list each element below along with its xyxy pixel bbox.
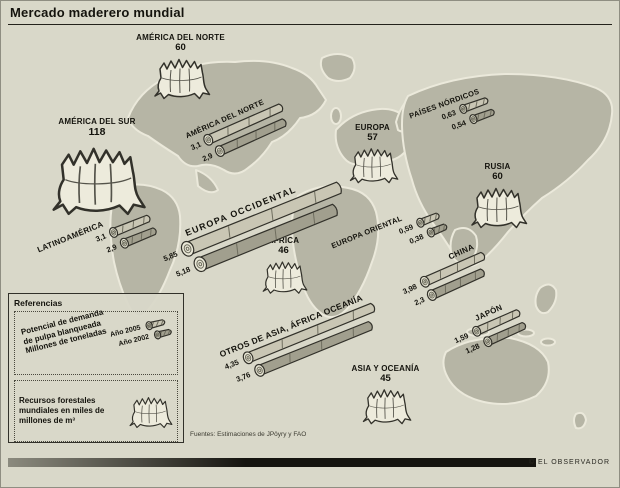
legend-stump-sample	[127, 392, 173, 430]
legend-pulp-text: Potencial de demanda de pulpa blanqueada…	[20, 308, 109, 356]
pulp-demand-2002: 2,9	[105, 242, 119, 255]
region-name: ÁFRICA	[267, 236, 300, 245]
footer-bar	[8, 458, 536, 467]
stump-icon	[52, 147, 146, 216]
pulp-demand-2002: 2,3	[412, 294, 426, 307]
region-name: AMÉRICA DEL SUR	[58, 117, 136, 126]
log-icon	[427, 268, 486, 301]
log-icon	[203, 103, 284, 146]
region-name: EUROPA	[355, 123, 390, 132]
log-icon	[145, 319, 166, 331]
forest-resources-value: 45	[380, 373, 391, 384]
source-note: Fuentes: Estimaciones de JPöyry y FAO	[190, 431, 307, 438]
log-icon	[120, 227, 158, 249]
forest-resources-value: 57	[367, 132, 378, 143]
log-icon	[482, 322, 526, 348]
log-icon	[458, 97, 489, 115]
log-icon	[468, 108, 495, 125]
log-icon	[253, 321, 373, 377]
stump-icon	[362, 389, 411, 425]
log-icon	[215, 118, 287, 157]
legend-forest-text: Recursos forestales mundiales en miles d…	[19, 396, 123, 426]
page-title: Mercado maderero mundial	[10, 5, 185, 20]
pulp-demand-2002: 2,9	[200, 150, 214, 163]
credit: © EL OBSERVADOR	[528, 459, 610, 466]
log-icon	[471, 309, 521, 337]
region-name: AMÉRICA DEL NORTE	[136, 33, 225, 42]
forest-resources-value: 46	[278, 245, 289, 256]
log-icon	[109, 214, 151, 238]
log-icon	[426, 223, 447, 238]
legend-title: Referencias	[14, 298, 63, 308]
title-divider	[8, 24, 612, 25]
pulp-demand-2005: 3,1	[189, 139, 203, 152]
region-name: RUSIA	[484, 162, 511, 171]
pulp-demand-2005: 5,85	[161, 248, 179, 263]
legend-log-samples: Año 2005 Año 2002	[109, 314, 178, 351]
log-icon	[242, 302, 375, 365]
log-icon	[415, 212, 440, 228]
pulp-demand-2002: 5,18	[174, 264, 192, 279]
legend-text-line: Recursos forestales	[19, 396, 96, 405]
legend-pulp-box: Potencial de demanda de pulpa blanqueada…	[14, 308, 178, 375]
stump-icon	[470, 187, 527, 229]
legend-forest-box: Recursos forestales mundiales en miles d…	[14, 380, 178, 442]
legend-stump-icon	[129, 397, 173, 429]
log-icon	[419, 252, 485, 288]
forest-resources-value: 60	[175, 42, 186, 53]
pulp-demand-2005: 3,1	[94, 231, 108, 244]
forest-resources-value: 60	[492, 171, 503, 182]
region-name: ASIA Y OCEANÍA	[351, 364, 420, 373]
log-icon	[180, 181, 342, 257]
stump-icon	[349, 148, 398, 184]
log-icon	[193, 203, 338, 273]
legend-text-line: mundiales en miles de	[19, 406, 105, 415]
forest-resources-value: 118	[88, 126, 106, 138]
stump-icon	[153, 58, 210, 100]
stump-icon	[262, 261, 307, 294]
pulp-demand-2005: 4,35	[223, 357, 241, 372]
pulp-demand-2002: 3,76	[234, 370, 252, 384]
legend-text-line: millones de m³	[19, 416, 76, 425]
legend: Referencias Potencial de demanda de pulp…	[8, 293, 184, 443]
log-icon	[153, 328, 172, 340]
